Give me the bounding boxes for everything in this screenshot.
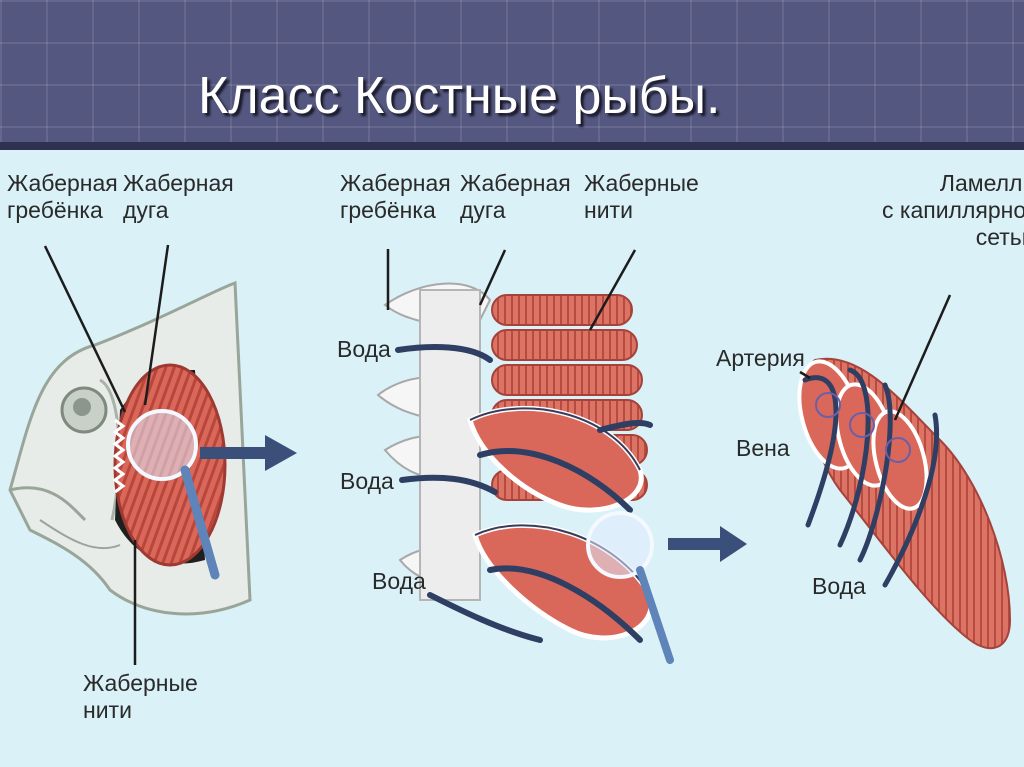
leader-lines (43, 244, 952, 665)
arrow-to-filament (668, 526, 747, 562)
label-water-right: Вода (812, 573, 866, 599)
label-gill-filaments-bottom: Жаберные нити (83, 670, 198, 723)
label-water-1: Вода (337, 336, 391, 362)
slide-header (0, 0, 1024, 150)
label-gill-arch-mid: Жаберная дуга (460, 170, 571, 223)
label-artery: Артерия (716, 345, 805, 371)
label-gill-raker-mid: Жаберная гребёнка (340, 170, 451, 223)
gill-arch-section (376, 282, 674, 664)
label-gill-raker-left: Жаберная гребёнка (7, 170, 118, 223)
label-gill-filaments-mid: Жаберные нити (584, 170, 699, 223)
label-water-3: Вода (372, 568, 426, 594)
filament-lamellae (797, 357, 1012, 650)
header-band (0, 142, 1024, 150)
label-water-2: Вода (340, 468, 394, 494)
magnifier-handle (180, 465, 220, 580)
gill-raker-teeth (112, 418, 126, 494)
arrow-to-gill (200, 435, 297, 471)
slide-title: Класс Костные рыбы. (198, 67, 721, 125)
label-gill-arch-left: Жаберная дуга (123, 170, 234, 223)
label-vein: Вена (736, 435, 790, 461)
magnifier-lens (126, 409, 198, 481)
label-lamellae: Ламеллы с капиллярной сетью (882, 170, 1024, 250)
